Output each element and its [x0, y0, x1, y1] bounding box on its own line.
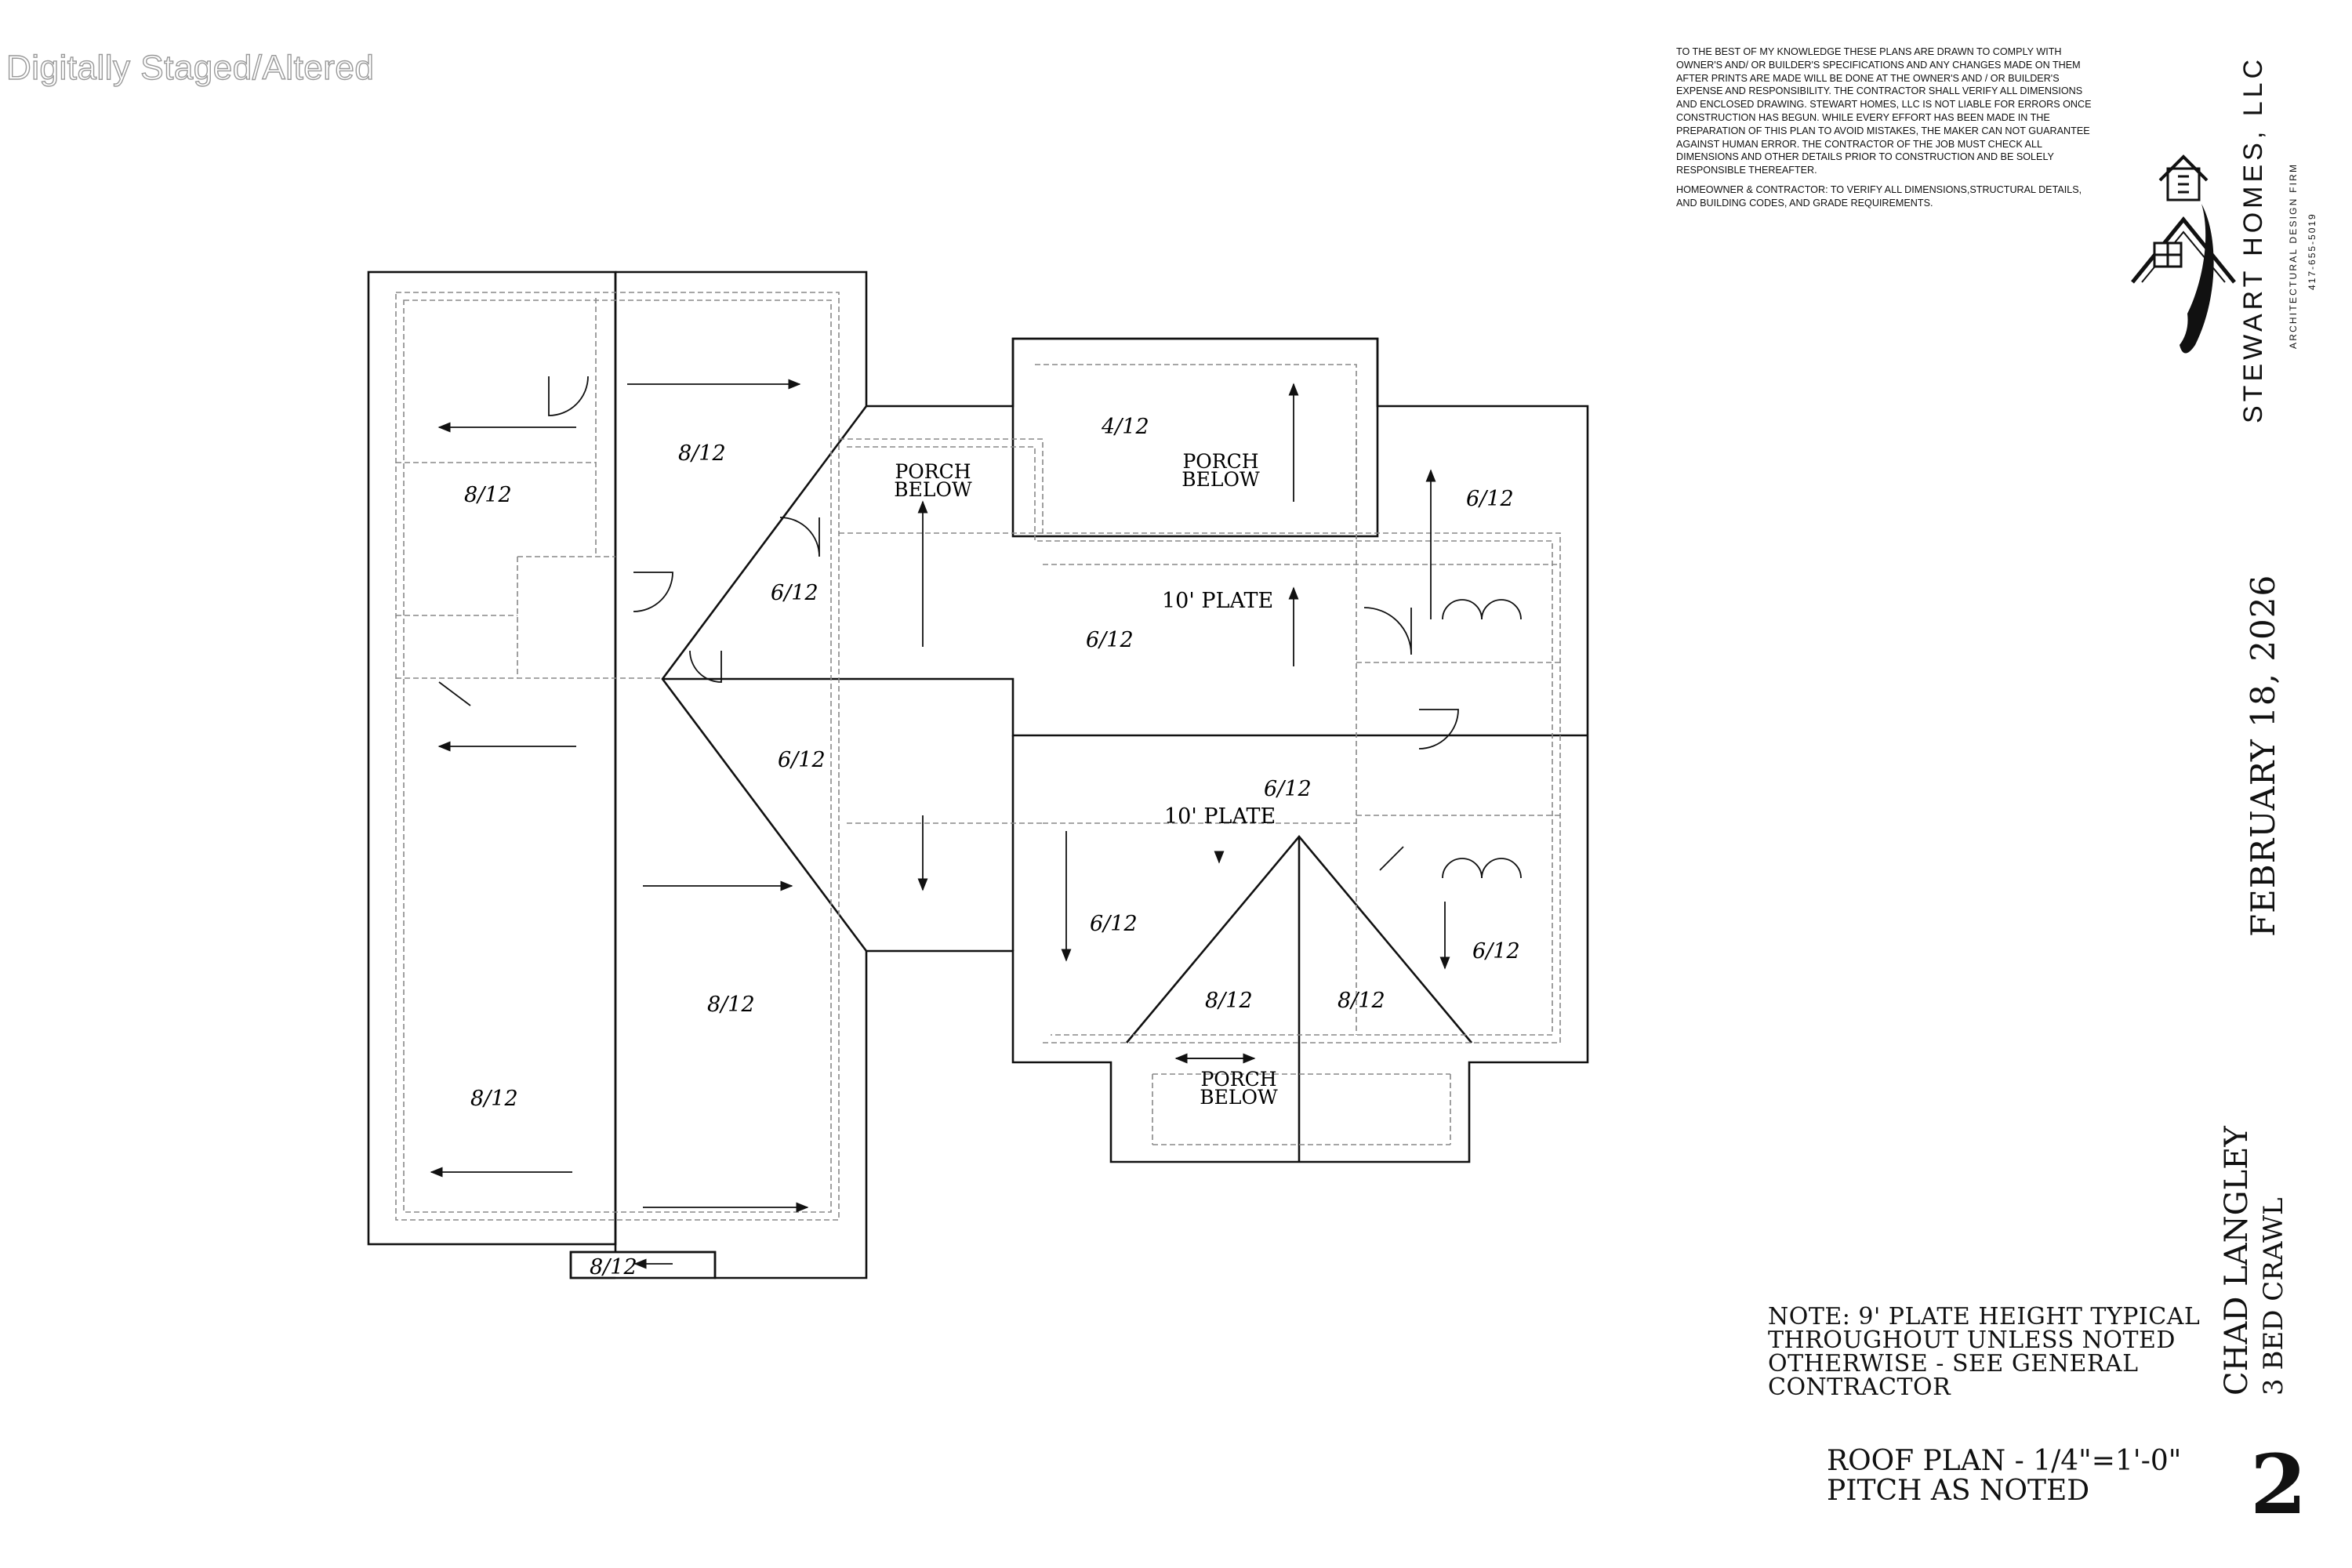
sheet-number: 2	[2250, 1436, 2307, 1533]
pitch-label: 6/12	[771, 581, 818, 605]
note-line: THROUGHOUT UNLESS NOTED	[1768, 1327, 2176, 1354]
note-line: CONTRACTOR	[1768, 1374, 1951, 1401]
porch-label: BELOW	[1181, 468, 1260, 491]
pitch-label: 6/12	[1472, 939, 1520, 964]
door-swings	[438, 376, 1522, 879]
wall-lines	[395, 292, 1561, 1221]
porch-label: PORCH	[895, 460, 971, 483]
porch-label: PORCH	[1200, 1068, 1276, 1091]
pitch-label: 8/12	[707, 993, 755, 1017]
sheet-title-line: ROOF PLAN - 1/4"=1'-0"	[1827, 1445, 2182, 1477]
porch-below-labels: PORCH BELOW PORCH BELOW PORCH BELOW	[894, 450, 1278, 1109]
pitch-label: 8/12	[470, 1087, 518, 1111]
porch-label: BELOW	[1200, 1086, 1278, 1109]
pitch-label: 6/12	[1090, 912, 1138, 936]
pitch-label: 6/12	[778, 748, 826, 772]
note-line: NOTE: 9' PLATE HEIGHT TYPICAL	[1768, 1303, 2201, 1330]
pitch-label: 6/12	[1264, 777, 1312, 801]
disclaimer-paragraph: HOMEOWNER & CONTRACTOR: TO VERIFY ALL DI…	[1676, 183, 2082, 209]
watermark-text: Digitally Staged/Altered	[5, 48, 375, 87]
porch-label: BELOW	[894, 478, 972, 501]
note-line: OTHERWISE - SEE GENERAL	[1768, 1350, 2139, 1377]
slope-arrows	[430, 379, 1450, 1269]
sheet-title-line: PITCH AS NOTED	[1827, 1475, 2090, 1507]
sheet-title: ROOF PLAN - 1/4"=1'-0" PITCH AS NOTED	[1827, 1446, 2181, 1506]
porch-roof	[661, 337, 1588, 1162]
disclaimer-paragraph: TO THE BEST OF MY KNOWLEDGE THESE PLANS …	[1676, 46, 2092, 176]
pitch-label: 8/12	[464, 483, 512, 507]
pitch-label: 8/12	[1338, 989, 1385, 1013]
plate-label: 10' PLATE	[1164, 804, 1276, 829]
plate-label: 10' PLATE	[1162, 589, 1273, 613]
porch-label: PORCH	[1182, 450, 1258, 473]
disclaimer-block: TO THE BEST OF MY KNOWLEDGE THESE PLANS …	[1676, 45, 2100, 216]
pitch-label: 8/12	[590, 1255, 637, 1279]
pitch-label: 8/12	[1205, 989, 1253, 1013]
pitch-label: 8/12	[678, 441, 726, 466]
plate-height-note: NOTE: 9' PLATE HEIGHT TYPICAL THROUGHOUT…	[1768, 1305, 2200, 1399]
pitch-label: 4/12	[1101, 415, 1149, 439]
pitch-label: 6/12	[1086, 628, 1134, 652]
firm-logo	[2131, 154, 2236, 354]
plate-labels: 10' PLATE 10' PLATE	[1162, 589, 1276, 829]
roof-outline	[367, 270, 1589, 1279]
pitch-labels: 8/12 8/12 8/12 8/12 8/12 4/12 6/12 6/12 …	[464, 415, 1520, 1279]
pitch-label: 6/12	[1466, 487, 1514, 511]
